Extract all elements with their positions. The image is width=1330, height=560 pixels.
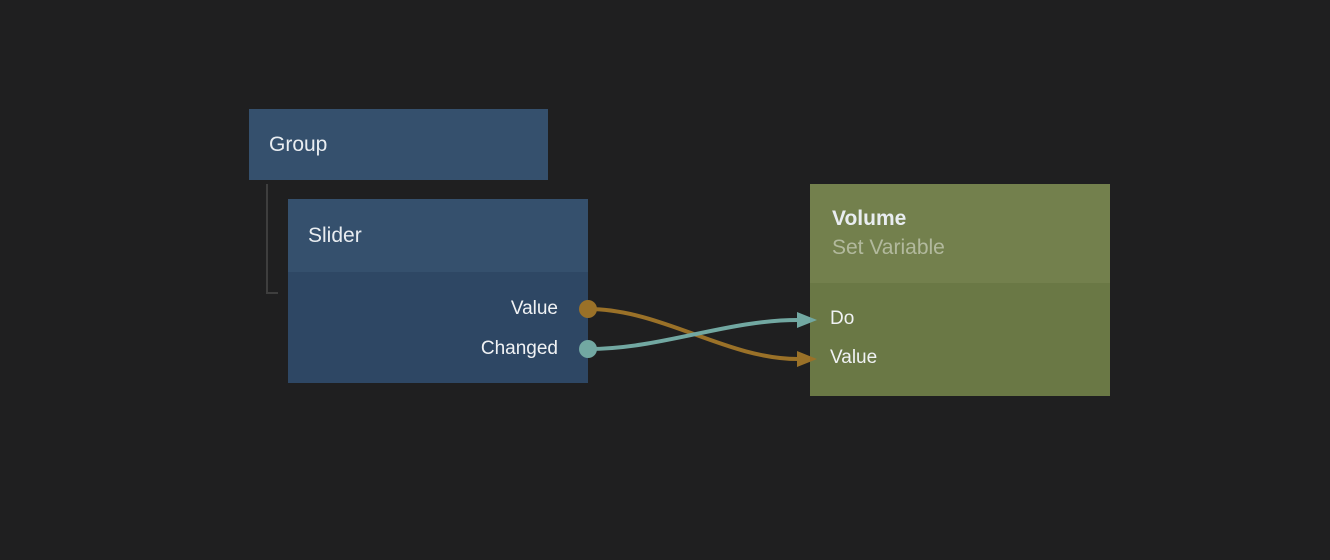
- node-slider-header[interactable]: Slider: [288, 199, 588, 272]
- node-volume[interactable]: Volume Set Variable Do Value: [810, 184, 1110, 396]
- node-volume-header[interactable]: Volume Set Variable: [810, 184, 1110, 283]
- volume-input-label-do: Do: [830, 308, 855, 329]
- slider-output-label-changed: Changed: [480, 338, 558, 359]
- node-slider-title: Slider: [308, 223, 362, 247]
- node-group[interactable]: Group: [249, 109, 548, 180]
- wire-slider-value-to-volume-value[interactable]: [586, 307, 800, 361]
- node-volume-title: Volume: [832, 207, 907, 230]
- group-slider-tree-connector-line: [266, 184, 278, 294]
- node-volume-subtitle: Set Variable: [832, 236, 945, 259]
- slider-output-label-value: Value: [510, 298, 558, 319]
- wire-slider-changed-to-volume-do[interactable]: [586, 318, 800, 351]
- node-slider[interactable]: Slider Value Changed: [288, 199, 588, 383]
- volume-input-label-value: Value: [830, 347, 878, 368]
- node-group-header[interactable]: Group: [249, 109, 548, 180]
- node-group-title: Group: [269, 132, 328, 156]
